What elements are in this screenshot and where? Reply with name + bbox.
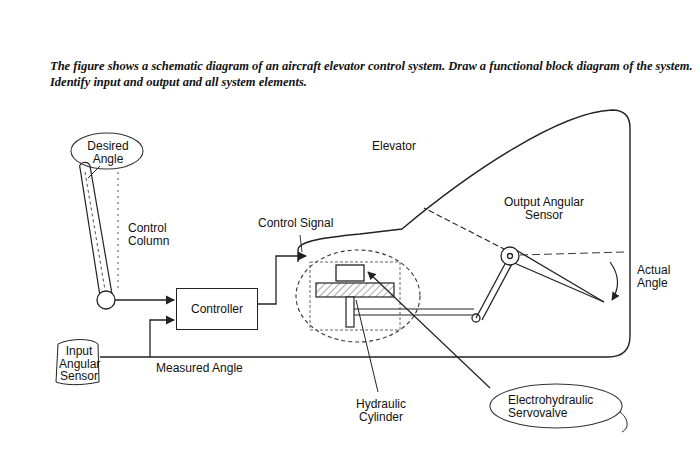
control-column — [80, 162, 112, 296]
elevator-surface — [512, 262, 604, 302]
pen-circle — [490, 384, 622, 428]
elevator-leading — [424, 208, 506, 250]
piston-rod — [354, 308, 474, 309]
sensor-signal-arrow — [115, 299, 174, 300]
part-label: Measured Angle — [156, 362, 266, 375]
actual-angle-arrow — [610, 262, 618, 300]
leader-line — [368, 272, 490, 388]
control-signal-leader — [300, 235, 302, 252]
question-text: The figure shows a schematic diagram of … — [50, 58, 696, 91]
measured-angle-arrow — [150, 320, 174, 357]
column-centerline — [85, 172, 105, 290]
pivot — [508, 254, 513, 259]
part-label: Output Angular Sensor — [494, 196, 594, 221]
piston — [346, 297, 354, 327]
part-label: Electrohydraulic Servovalve — [508, 394, 608, 419]
servo-housing — [310, 262, 400, 330]
elevator-surface — [516, 250, 604, 302]
input-angular-sensor-symbol — [97, 291, 115, 309]
elevator-horn — [476, 262, 506, 318]
reference-line — [520, 252, 624, 255]
pen-circle — [296, 250, 420, 342]
part-label: Desired Angle — [85, 140, 131, 165]
box-label: Controller — [191, 302, 243, 316]
elevator-horn — [482, 264, 512, 320]
part-label: Control Column — [128, 222, 180, 247]
controller-box: Controller — [176, 288, 258, 330]
output-angular-sensor-symbol — [501, 247, 519, 265]
vertical-reference — [118, 172, 119, 288]
part-label: Hydraulic Cylinder — [350, 398, 412, 423]
control-signal-arrow — [258, 256, 306, 304]
part-label: Elevator — [372, 140, 442, 153]
aircraft-outline — [100, 110, 630, 357]
leader-line — [356, 300, 378, 392]
pen-circle — [71, 133, 143, 169]
pen-outline — [56, 340, 99, 385]
part-label: Input Angular Sensor — [59, 345, 99, 383]
part-label: Actual Angle — [637, 264, 683, 289]
pen-stroke — [620, 412, 627, 432]
servovalve-body — [336, 265, 364, 281]
part-label: Control Signal — [258, 217, 348, 230]
